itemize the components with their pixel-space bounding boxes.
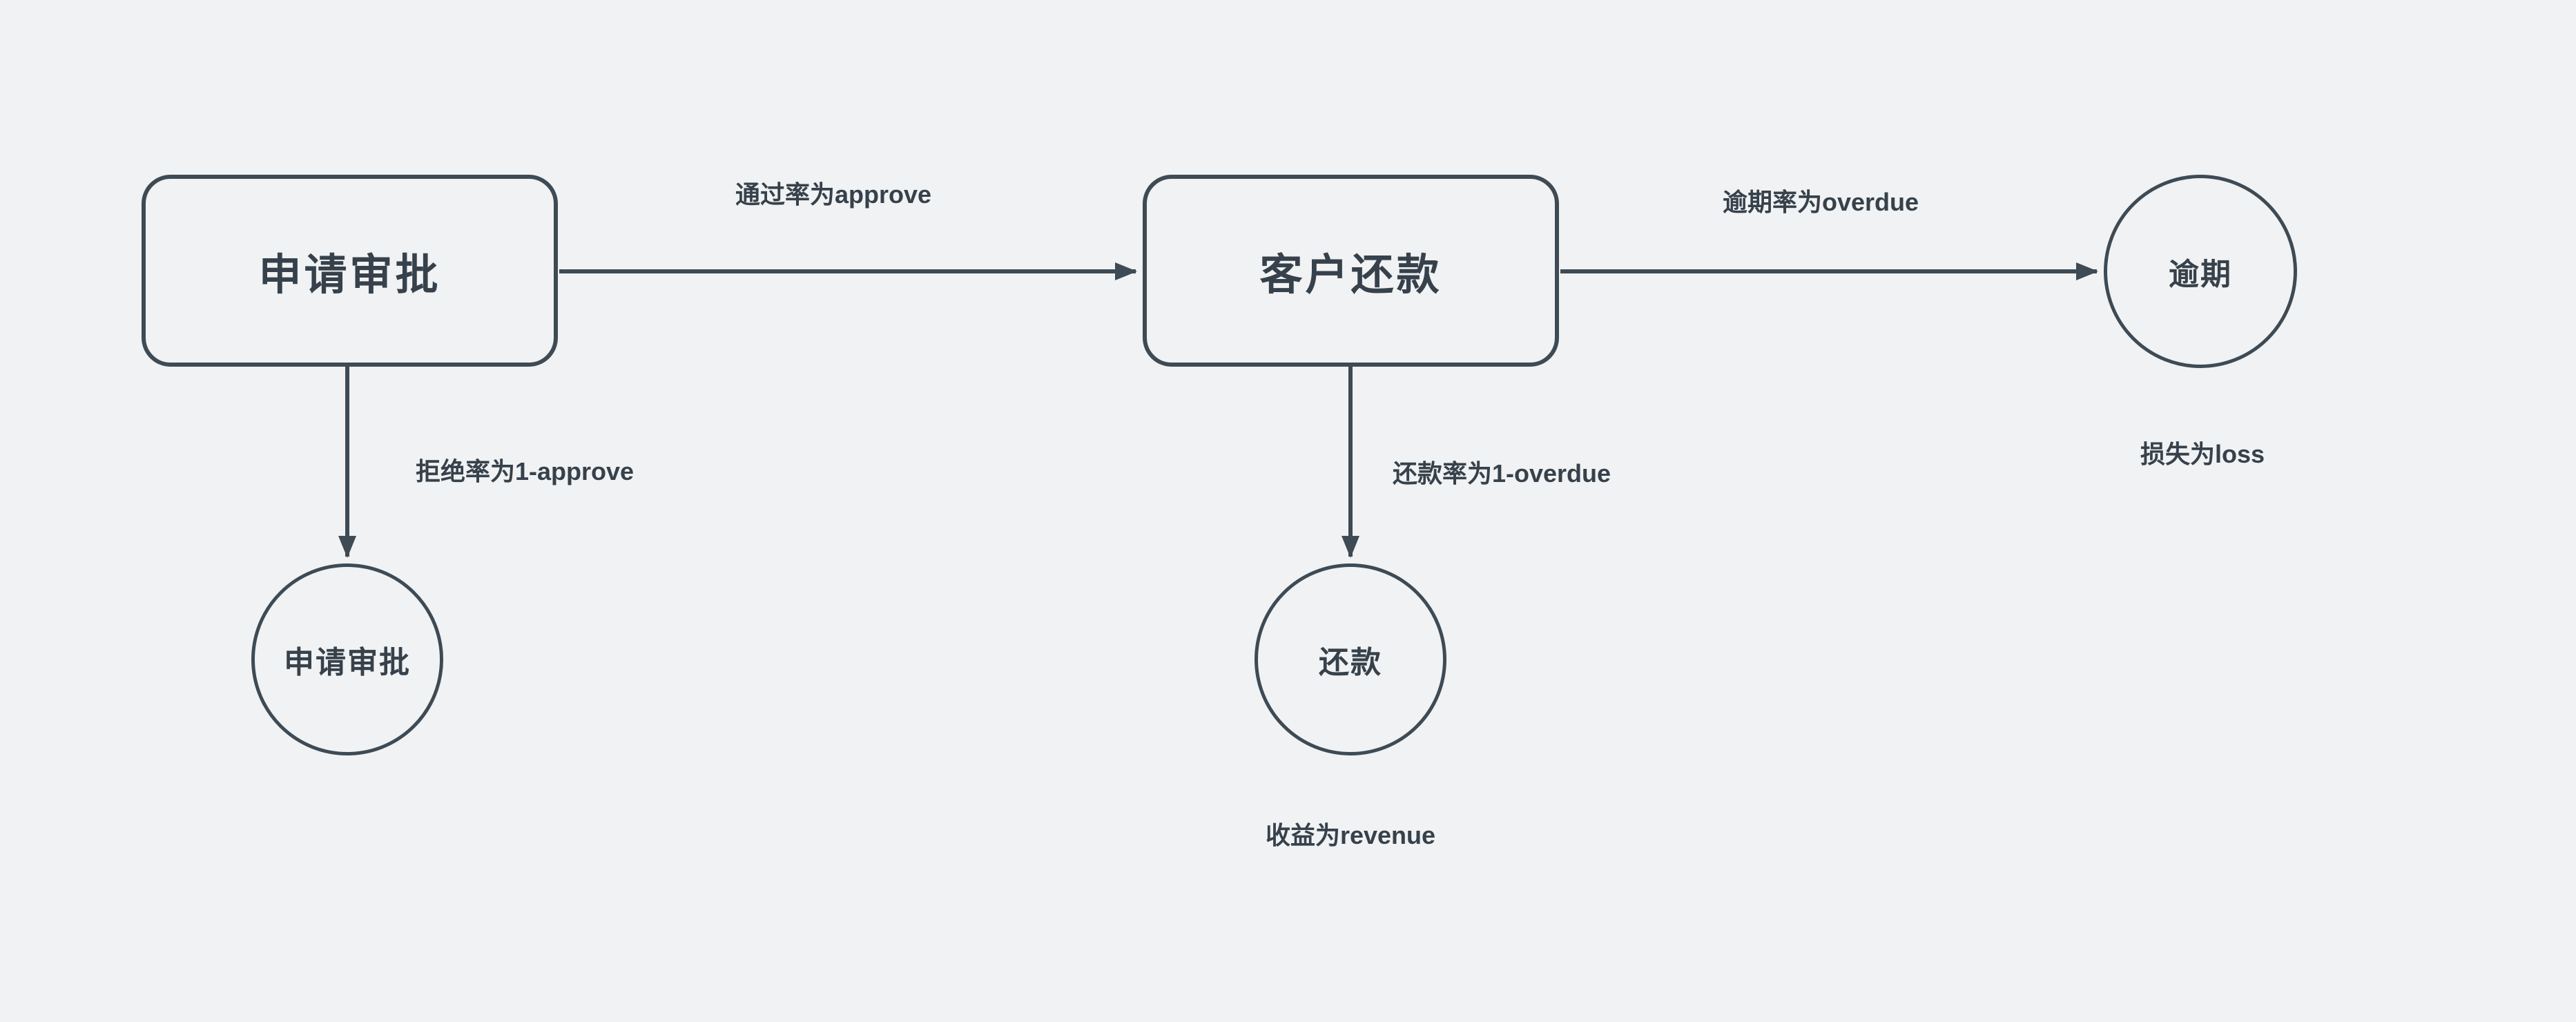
node-repayment-process-label: 客户还款 xyxy=(1259,251,1442,299)
node-approval-process-label: 申请审批 xyxy=(258,251,441,299)
loss-annotation: 损失为loss xyxy=(2140,440,2265,468)
node-repayment-process: 客户还款 xyxy=(1143,175,1559,367)
node-repaid-state: 还款 xyxy=(1255,563,1446,755)
node-approval-rejected-label: 申请审批 xyxy=(284,646,411,679)
revenue-annotation: 收益为revenue xyxy=(1265,821,1436,849)
node-approval-rejected-state: 申请审批 xyxy=(251,563,443,755)
edge-repay-label: 还款率为1-overdue xyxy=(1392,459,1611,488)
node-approval-process: 申请审批 xyxy=(142,175,558,367)
node-overdue-state: 逾期 xyxy=(2104,175,2297,368)
edge-approve-label: 通过率为approve xyxy=(735,180,932,209)
node-repaid-label: 还款 xyxy=(1319,646,1382,679)
node-overdue-label: 逾期 xyxy=(2169,258,2232,291)
edge-reject-label: 拒绝率为1-approve xyxy=(415,457,635,485)
edge-overdue-label: 逾期率为overdue xyxy=(1722,188,1919,216)
